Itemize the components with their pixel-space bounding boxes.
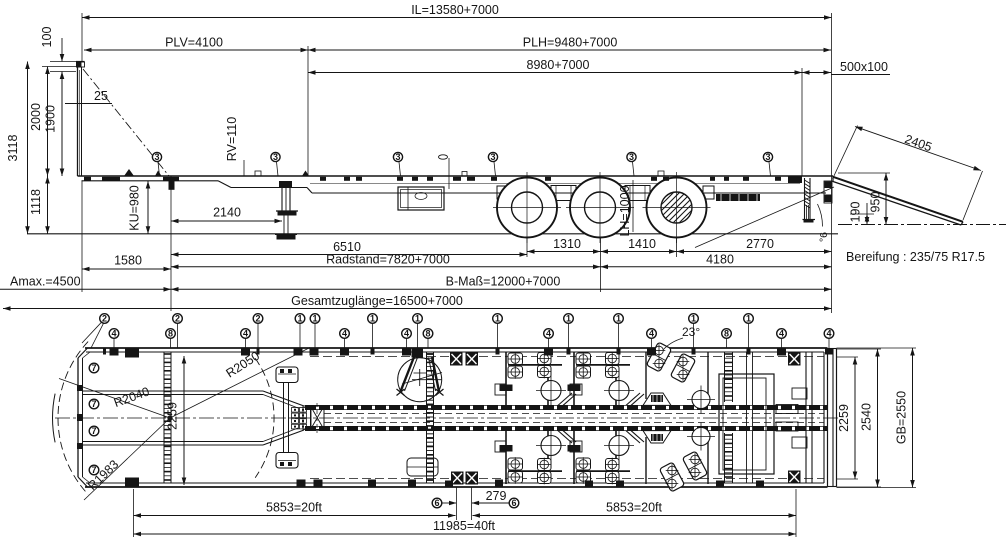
svg-text:2540: 2540 <box>860 403 874 431</box>
svg-text:2259: 2259 <box>166 402 180 430</box>
svg-text:KU=980: KU=980 <box>128 185 142 231</box>
svg-text:PLH=9480+7000: PLH=9480+7000 <box>523 36 618 50</box>
svg-text:4: 4 <box>546 329 551 339</box>
svg-text:2770: 2770 <box>746 237 774 251</box>
svg-text:6510: 6510 <box>333 240 361 254</box>
svg-text:1: 1 <box>495 314 500 324</box>
svg-text:23°: 23° <box>682 325 700 339</box>
svg-text:8: 8 <box>425 329 430 339</box>
svg-text:1: 1 <box>312 314 317 324</box>
svg-text:4180: 4180 <box>706 253 734 267</box>
svg-text:4: 4 <box>649 329 654 339</box>
svg-text:190: 190 <box>849 202 863 223</box>
svg-text:3: 3 <box>629 152 634 162</box>
svg-text:2000: 2000 <box>29 103 43 131</box>
svg-text:5853=20ft: 5853=20ft <box>606 501 662 515</box>
svg-text:8: 8 <box>168 329 173 339</box>
svg-text:3: 3 <box>154 152 159 162</box>
svg-text:4: 4 <box>826 329 831 339</box>
svg-text:5853=20ft: 5853=20ft <box>266 501 322 515</box>
svg-text:GB=2550: GB=2550 <box>895 391 909 444</box>
svg-text:1: 1 <box>297 314 302 324</box>
svg-text:3: 3 <box>395 152 400 162</box>
svg-text:3: 3 <box>273 152 278 162</box>
svg-text:PLV=4100: PLV=4100 <box>165 36 223 50</box>
svg-text:25: 25 <box>94 89 108 103</box>
svg-text:2259: 2259 <box>837 404 851 432</box>
svg-text:1: 1 <box>691 314 696 324</box>
svg-text:1580: 1580 <box>114 254 142 268</box>
svg-text:4: 4 <box>111 329 116 339</box>
svg-text:4: 4 <box>243 329 248 339</box>
svg-text:1: 1 <box>746 314 751 324</box>
svg-text:11985=40ft: 11985=40ft <box>433 519 496 533</box>
svg-text:2: 2 <box>175 314 180 324</box>
svg-text:IL=13580+7000: IL=13580+7000 <box>411 3 499 17</box>
svg-text:1900: 1900 <box>44 105 58 133</box>
svg-text:8: 8 <box>724 329 729 339</box>
svg-text:1: 1 <box>566 314 571 324</box>
svg-text:500x100: 500x100 <box>840 60 888 74</box>
svg-text:7: 7 <box>91 465 96 475</box>
svg-text:279: 279 <box>486 489 507 503</box>
svg-text:B-Maß=12000+7000: B-Maß=12000+7000 <box>446 275 561 289</box>
svg-text:Gesamtzuglänge=16500+7000: Gesamtzuglänge=16500+7000 <box>291 294 463 308</box>
svg-text:RV=110: RV=110 <box>225 117 239 161</box>
svg-text:4: 4 <box>342 329 347 339</box>
svg-text:7: 7 <box>91 399 96 409</box>
svg-text:1410: 1410 <box>628 237 656 251</box>
svg-text:1310: 1310 <box>553 237 581 251</box>
svg-text:8980+7000: 8980+7000 <box>527 58 590 72</box>
svg-text:1: 1 <box>415 314 420 324</box>
svg-text:100: 100 <box>40 27 54 48</box>
svg-text:950: 950 <box>869 192 883 213</box>
svg-text:2: 2 <box>102 314 107 324</box>
svg-text:Radstand=7820+7000: Radstand=7820+7000 <box>326 253 450 267</box>
svg-text:4: 4 <box>779 329 784 339</box>
svg-text:3118: 3118 <box>6 135 20 162</box>
svg-text:2: 2 <box>255 314 260 324</box>
svg-text:3: 3 <box>490 152 495 162</box>
svg-text:LH=1000: LH=1000 <box>618 185 632 236</box>
svg-text:7: 7 <box>91 426 96 436</box>
svg-text:3: 3 <box>765 152 770 162</box>
svg-text:1: 1 <box>616 314 621 324</box>
svg-text:Amax.=4500: Amax.=4500 <box>10 275 81 289</box>
svg-text:6: 6 <box>511 498 516 508</box>
svg-text:1118: 1118 <box>29 189 43 215</box>
svg-text:6: 6 <box>434 498 439 508</box>
svg-text:°6: °6 <box>818 232 830 242</box>
svg-text:Bereifung : 235/75 R17.5: Bereifung : 235/75 R17.5 <box>846 250 985 264</box>
svg-text:2140: 2140 <box>213 206 241 220</box>
svg-text:4: 4 <box>404 329 409 339</box>
svg-text:1: 1 <box>370 314 375 324</box>
svg-text:7: 7 <box>91 363 96 373</box>
